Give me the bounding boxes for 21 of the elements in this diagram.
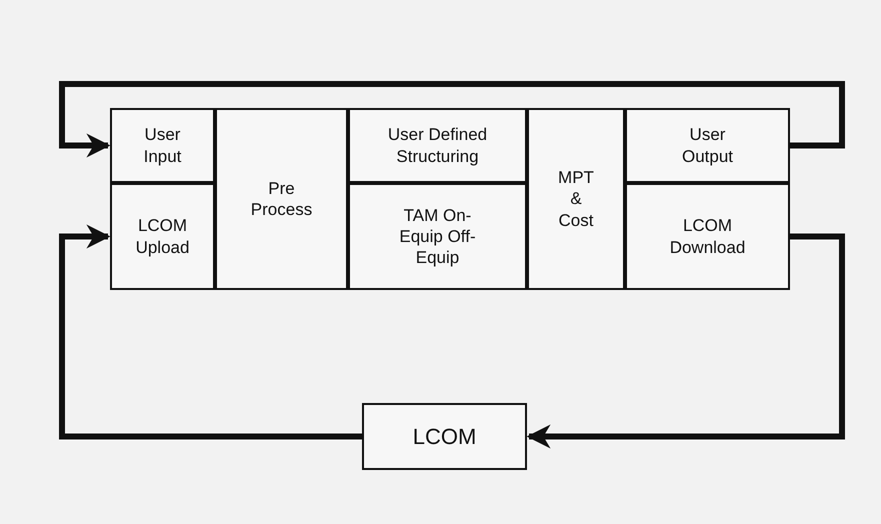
- box-label: LCOM Download: [668, 215, 746, 258]
- process-box: [348, 183, 527, 290]
- box-label: LCOM: [412, 422, 476, 450]
- box-label: User Input: [142, 124, 182, 167]
- process-box: [110, 108, 215, 183]
- box-label: MPT & Cost: [557, 167, 595, 231]
- process-box: [625, 183, 790, 290]
- process-box: [527, 108, 625, 290]
- box-label: TAM On-Equip Off-Equip: [398, 204, 477, 268]
- box-label: LCOM Upload: [134, 215, 190, 258]
- process-box: [215, 108, 348, 290]
- box-label: Pre Process: [250, 178, 314, 220]
- process-box: [348, 108, 527, 183]
- box-label: User Defined Structuring: [386, 124, 488, 167]
- arrow: [59, 81, 845, 158]
- process-box: [625, 108, 790, 183]
- box-label: User Output: [680, 124, 734, 167]
- process-box: [362, 403, 527, 470]
- arrow: [526, 234, 845, 448]
- arrow: [59, 224, 362, 440]
- process-box: [110, 183, 215, 290]
